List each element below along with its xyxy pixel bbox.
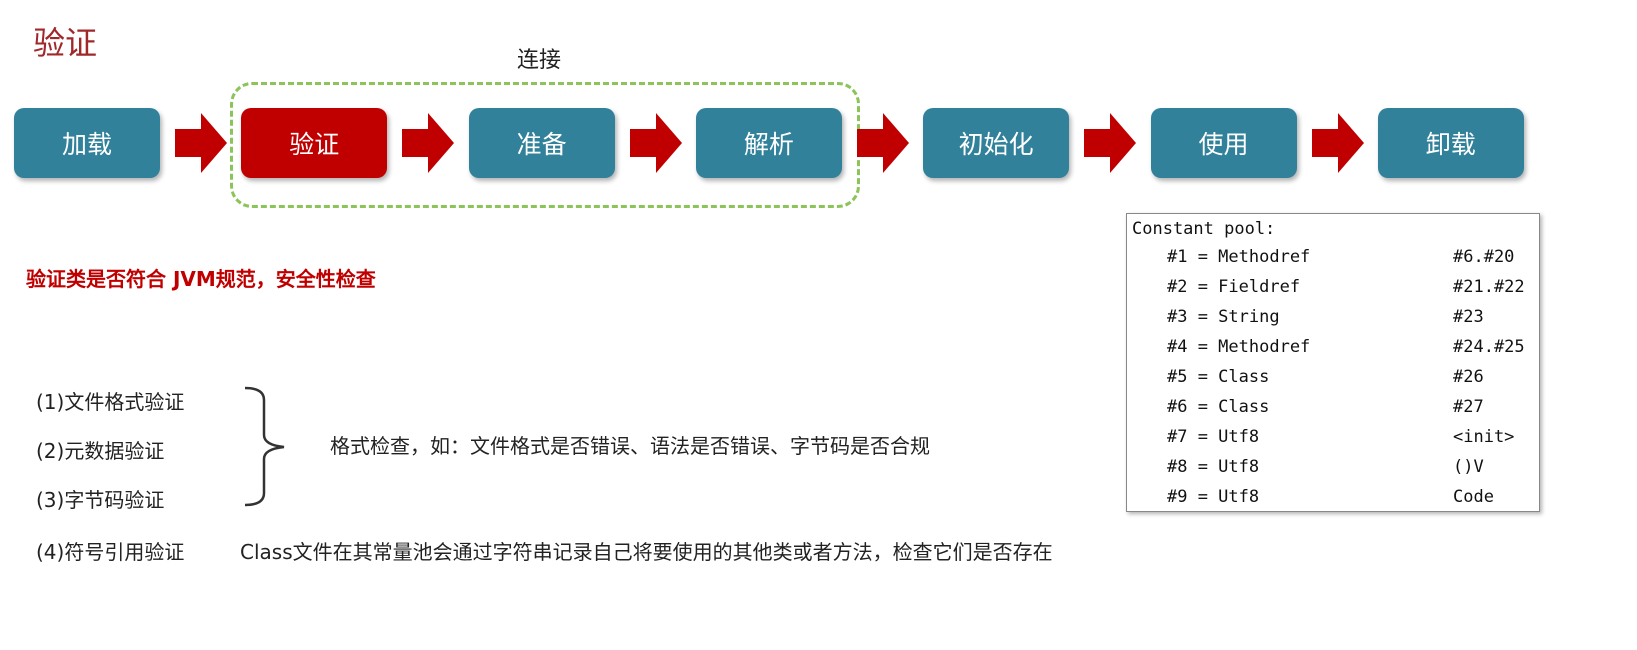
stage-box: 准备 [468, 108, 615, 178]
constant-pool-entry: #6 = Class [1167, 397, 1270, 417]
brace-icon [244, 386, 285, 507]
constant-pool-value: #6.#20 [1453, 247, 1515, 267]
arrow-right-icon [1311, 113, 1364, 173]
check-metadata: (2)元数据验证 [36, 439, 165, 463]
arrow-right-icon [175, 113, 227, 173]
slide-title: 验证 [33, 24, 98, 62]
check-symbol-reference: (4)符号引用验证 [36, 540, 185, 564]
constant-pool-entry: #8 = Utf8 [1167, 457, 1260, 477]
verification-summary: 验证类是否符合 JVM规范，安全性检查 [26, 267, 376, 291]
constant-pool-value: #21.#22 [1453, 277, 1525, 297]
symbol-check-description: Class文件在其常量池会通过字符串记录自己将要使用的其他类或者方法，检查它们是… [240, 540, 1053, 564]
constant-pool-value: #23 [1453, 307, 1484, 327]
constant-pool-header: Constant pool: [1132, 219, 1276, 239]
stage-box: 初始化 [923, 108, 1070, 178]
constant-pool-entry: #9 = Utf8 [1167, 487, 1260, 507]
constant-pool-entry: #3 = String [1167, 307, 1280, 327]
check-bytecode: (3)字节码验证 [36, 488, 165, 512]
format-check-description: 格式检查，如：文件格式是否错误、语法是否错误、字节码是否合规 [330, 434, 930, 458]
constant-pool-panel: Constant pool: #1 = Methodref #6.#20 #2 = … [1126, 213, 1540, 512]
constant-pool-value: Code [1453, 487, 1494, 507]
constant-pool-entry: #4 = Methodref [1167, 337, 1311, 357]
constant-pool-value: #24.#25 [1453, 337, 1525, 357]
stage-box: 加载 [14, 108, 160, 178]
stage-box: 卸载 [1377, 108, 1524, 178]
constant-pool-value: <init> [1453, 427, 1515, 447]
arrow-right-icon [629, 113, 682, 173]
constant-pool-value: #27 [1453, 397, 1484, 417]
arrow-right-icon [1084, 113, 1137, 173]
stage-box: 解析 [695, 108, 842, 178]
linking-group-label: 连接 [517, 48, 562, 73]
stage-box: 验证 [241, 108, 388, 178]
stage-box: 使用 [1150, 108, 1297, 178]
constant-pool-entry: #7 = Utf8 [1167, 427, 1260, 447]
constant-pool-entry: #5 = Class [1167, 367, 1270, 387]
arrow-right-icon [856, 113, 909, 173]
constant-pool-value: ()V [1453, 457, 1484, 477]
constant-pool-value: #26 [1453, 367, 1484, 387]
constant-pool-entry: #1 = Methodref [1167, 247, 1311, 267]
check-file-format: (1)文件格式验证 [36, 390, 185, 414]
arrow-right-icon [402, 113, 455, 173]
constant-pool-entry: #2 = Fieldref [1167, 277, 1301, 297]
